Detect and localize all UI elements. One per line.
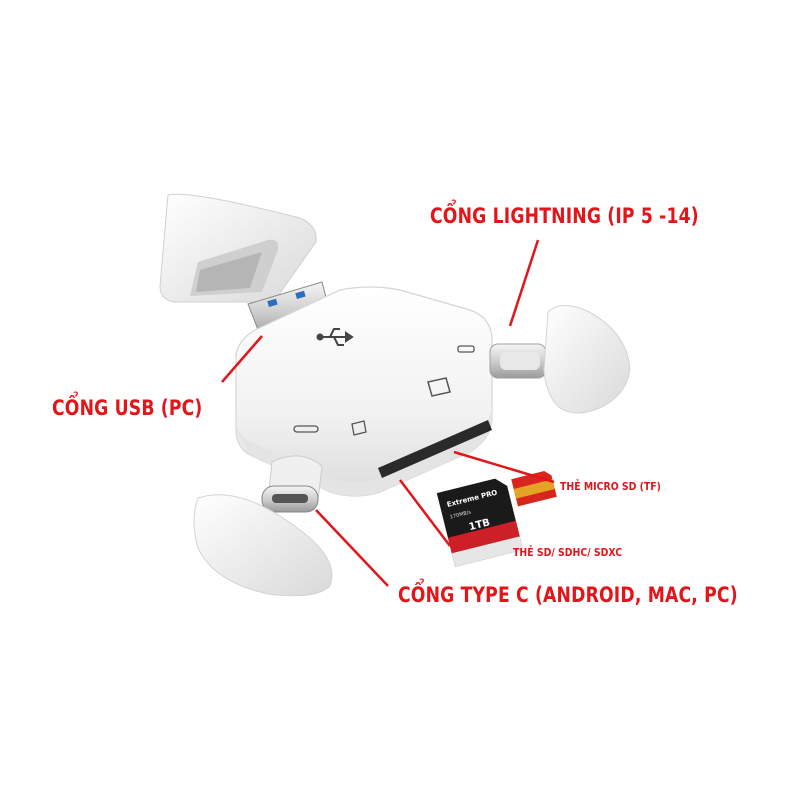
lightning-port-icon (457, 345, 475, 353)
lightning-leader (508, 239, 540, 327)
sd-leader (399, 479, 451, 547)
sd-card-capacity: 1TB (468, 517, 491, 533)
type-c-plug (261, 455, 323, 513)
label-lightning: CỔNG LIGHTNING (IP 5 -14) (430, 204, 699, 228)
lightning-plug (489, 343, 547, 379)
micro-sd-leader (453, 450, 555, 484)
label-type-c: CỔNG TYPE C (ANDROID, MAC, PC) (398, 583, 738, 607)
usb-icon (316, 328, 354, 346)
usb-cap (159, 193, 317, 303)
sd-card-icon (427, 377, 451, 397)
lightning-cap (543, 305, 631, 414)
leader-lines (221, 239, 555, 587)
type-c-leader (315, 509, 389, 587)
sd-card-speed: 170MB/s (449, 509, 472, 520)
label-sd: THẺ SD/ SDHC/ SDXC (513, 546, 623, 559)
label-usb: CỔNG USB (PC) (52, 396, 203, 420)
label-micro-sd: THẺ MICRO SD (TF) (560, 480, 661, 493)
type-c-port-icon (293, 425, 319, 433)
micro-sd-icon (351, 420, 367, 436)
sd-card: Extreme PRO 170MB/s 1TB (436, 478, 524, 567)
type-c-cap (193, 494, 333, 597)
usb-leader (221, 335, 263, 383)
